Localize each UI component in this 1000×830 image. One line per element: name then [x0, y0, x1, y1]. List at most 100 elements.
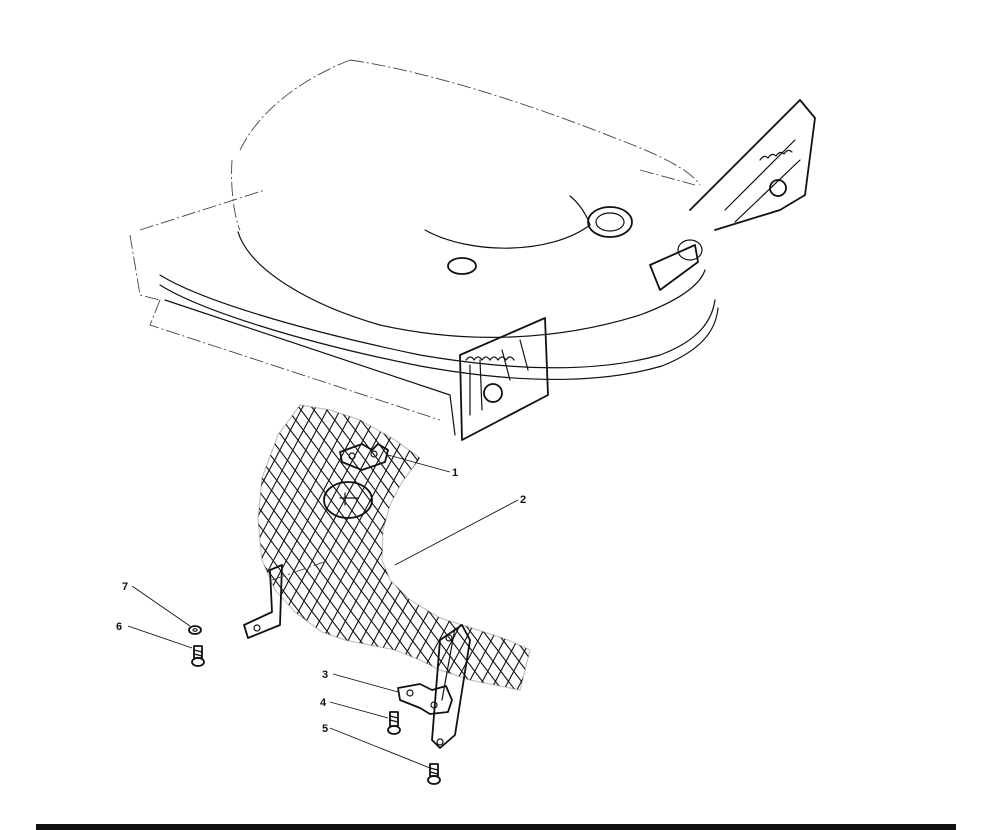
mesh-wire	[668, 380, 928, 720]
mesh-wire	[540, 380, 720, 720]
mesh-wire	[33, 380, 213, 720]
mesh-wire	[761, 380, 941, 720]
mesh-wire	[0, 380, 148, 720]
mesh-wire	[258, 405, 370, 690]
mesh-wire	[258, 405, 266, 690]
mesh-wire	[566, 380, 746, 720]
mesh-wire	[0, 380, 174, 720]
mesh-wire	[941, 380, 1000, 720]
mesh-wire	[603, 380, 863, 720]
mesh-wire	[928, 380, 1000, 720]
mesh-wire	[785, 380, 1000, 720]
mesh-wire	[0, 380, 239, 720]
callout-2: 2	[520, 494, 526, 506]
mesh-wire	[683, 380, 863, 720]
mesh-wire	[258, 405, 422, 690]
mesh-wire	[258, 405, 279, 690]
mesh-wire	[461, 405, 530, 690]
mesh-wire	[513, 405, 530, 690]
mesh-wire	[616, 380, 876, 720]
mesh-wire	[553, 380, 733, 720]
mesh-wire	[642, 380, 902, 720]
mesh-wire	[0, 380, 44, 720]
mesh-wire	[500, 405, 530, 690]
mesh-wire	[657, 380, 837, 720]
mesh-wire	[772, 380, 1000, 720]
mesh-wire	[0, 380, 96, 720]
mesh-wire	[344, 405, 526, 690]
mesh-wire	[889, 380, 1000, 720]
callout-6: 6	[116, 621, 122, 633]
mesh-wire	[902, 380, 1000, 720]
mesh-wire	[0, 380, 200, 720]
mesh-wire	[7, 380, 187, 720]
mesh-wire	[46, 380, 226, 720]
mesh-wire	[735, 380, 915, 720]
mesh-wire	[526, 405, 530, 690]
mesh-wire	[487, 405, 530, 690]
bracket-lower	[397, 683, 453, 715]
mesh-wire	[0, 380, 122, 720]
mesh-wire	[644, 380, 824, 720]
callout-4: 4	[320, 697, 327, 709]
mesh-wire	[0, 380, 109, 720]
mesh-wire	[577, 380, 837, 720]
mesh-wire	[0, 380, 252, 720]
mesh-wire	[915, 380, 1000, 720]
mesh-wire	[670, 380, 850, 720]
mesh-wire	[0, 380, 31, 720]
mesh-wire	[258, 405, 409, 690]
mesh-wire	[733, 380, 993, 720]
mesh-wire	[774, 380, 954, 720]
mesh-wire	[720, 380, 980, 720]
mesh-wire	[811, 380, 1000, 720]
mesh-wire	[0, 380, 57, 720]
mesh-wire	[448, 405, 530, 690]
mesh-wire	[655, 380, 915, 720]
callout-5: 5	[322, 723, 328, 735]
mesh-wire	[681, 380, 941, 720]
mesh-wire	[850, 380, 1000, 720]
callout-7: 7	[122, 581, 128, 593]
callout-numbers: 1 2 3 4 5 6 7	[116, 467, 526, 735]
mesh-wire	[759, 380, 1000, 720]
screw-lower-a	[387, 711, 401, 735]
mesh-wire	[0, 380, 187, 720]
mesh-wire	[422, 405, 530, 690]
mesh-wire	[863, 380, 1000, 720]
mesh-wire	[383, 405, 530, 690]
mesh-wire	[498, 405, 530, 690]
mesh-wire	[954, 380, 1000, 720]
mesh-wire	[331, 405, 513, 690]
mesh-wire	[709, 380, 889, 720]
mesh-wire	[266, 405, 448, 690]
mesh-wire	[748, 380, 928, 720]
mesh-wire	[0, 380, 31, 720]
mesh-wire	[618, 380, 798, 720]
mesh-wire	[0, 380, 161, 720]
mesh-wire	[0, 380, 83, 720]
mesh-wire	[258, 405, 292, 690]
mower-deck-housing	[129, 59, 816, 441]
callout-1: 1	[452, 467, 458, 479]
mesh-wire	[590, 380, 850, 720]
mesh-wire	[696, 380, 876, 720]
mesh-wire	[0, 380, 83, 720]
mesh-wire	[629, 380, 889, 720]
mesh-wire	[551, 380, 811, 720]
mesh-wire	[967, 380, 1000, 720]
mesh-wire	[258, 405, 357, 690]
mesh-wire	[0, 380, 122, 720]
mesh-wire	[605, 380, 785, 720]
mesh-wire	[258, 405, 331, 690]
mesh-wire	[876, 380, 1000, 720]
mesh-wire	[787, 380, 967, 720]
mesh-screen	[0, 380, 1000, 749]
mesh-wire	[0, 380, 18, 720]
mesh-wire	[0, 380, 70, 720]
mesh-wire	[258, 405, 396, 690]
mesh-wire	[258, 405, 500, 690]
mesh-wire	[0, 380, 70, 720]
bracket-upper	[339, 443, 389, 471]
